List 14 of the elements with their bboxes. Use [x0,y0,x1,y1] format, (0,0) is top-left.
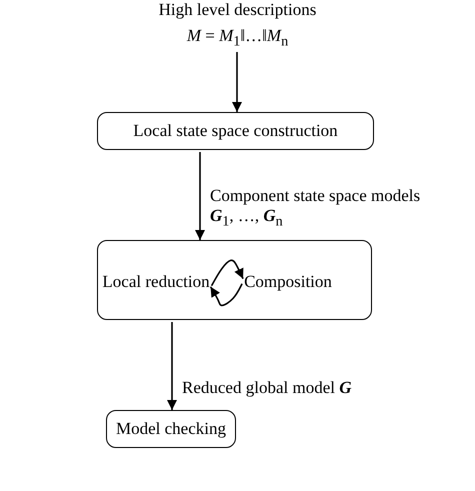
node-label: Local reduction [102,272,210,292]
node-label: Model checking [115,419,227,439]
arrow [232,52,242,112]
arrow [210,260,244,286]
node-label: Composition [243,272,333,292]
formula-text: M = M$_{1}$‖…‖M$_{n}$ [186,26,290,50]
process-box [106,410,236,448]
arrow [195,152,205,240]
arrow [210,283,243,306]
heading-text: High level descriptions [158,0,318,20]
arrow [167,322,177,410]
process-box [97,112,374,150]
group-box [97,240,372,320]
node-label: Local state space construction [132,121,339,141]
